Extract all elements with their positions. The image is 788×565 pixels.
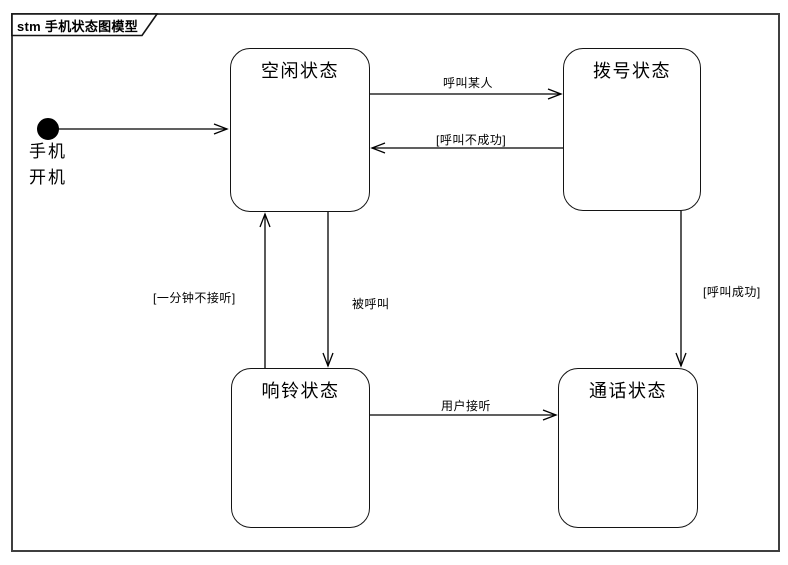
transition-arrow-ringing-to-calling (370, 409, 558, 421)
state-label-idle: 空闲状态 (261, 61, 339, 82)
state-label-ringing: 响铃状态 (261, 381, 340, 402)
transition-label-user-answers: 用户接听 (441, 399, 492, 413)
state-node-dialing: 拨号状态 (563, 48, 701, 211)
state-node-idle: 空闲状态 (230, 48, 370, 212)
transition-label-call-unsuccessful: [呼叫不成功] (436, 133, 507, 147)
transition-arrow-initial-to-idle (58, 123, 229, 135)
transition-label-call-successful: [呼叫成功] (703, 285, 761, 299)
transition-label-no-answer-one-minute: [一分钟不接听] (153, 291, 236, 305)
transition-arrow-idle-to-dialing (370, 88, 563, 100)
initial-state-label: 手机 开机 (29, 142, 67, 189)
transition-arrow-dialing-to-calling (675, 211, 687, 368)
frame-border (11, 13, 780, 552)
transition-arrow-dialing-to-idle (370, 142, 563, 154)
transition-arrow-idle-to-ringing (322, 212, 334, 368)
state-label-dialing: 拨号状态 (593, 61, 671, 82)
frame-title: stm 手机状态图模型 (17, 19, 139, 34)
transition-label-being-called: 被呼叫 (352, 297, 390, 311)
transition-label-call-someone: 呼叫某人 (443, 76, 494, 90)
frame-title-tab (11, 13, 159, 37)
state-label-calling: 通话状态 (589, 381, 667, 402)
state-node-ringing: 响铃状态 (231, 368, 370, 528)
initial-state-node (37, 118, 59, 140)
transition-arrow-ringing-to-idle (259, 212, 271, 368)
state-node-calling: 通话状态 (558, 368, 698, 528)
